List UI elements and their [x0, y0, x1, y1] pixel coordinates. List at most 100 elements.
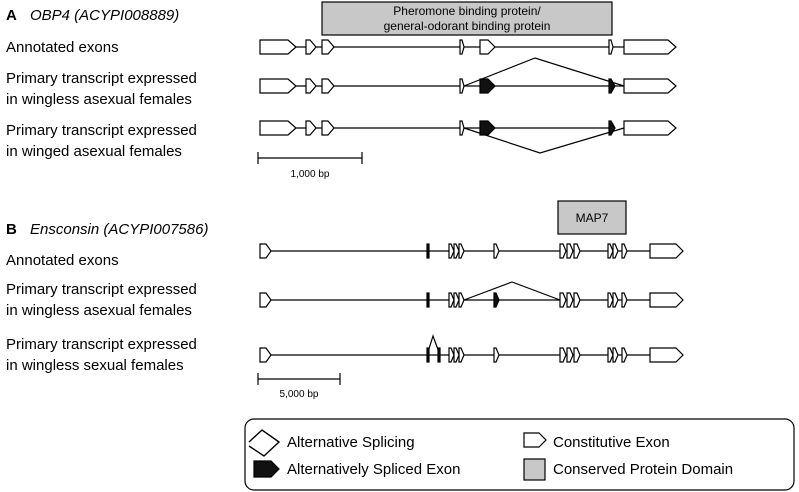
- alt-splicing-icon: [248, 429, 281, 457]
- a-row2-label-2: in wingless asexual females: [6, 91, 192, 108]
- domain-label-line1: Pheromone binding protein/: [393, 4, 541, 18]
- a-row2-track: [259, 57, 677, 94]
- constitutive-exon: [649, 347, 684, 363]
- panel-a-gene-title: OBP4 (ACYPI008889): [30, 7, 179, 24]
- b-scale-bar: [257, 373, 341, 385]
- domain-label: MAP7: [576, 211, 609, 225]
- panel-b-letter: B: [6, 221, 17, 238]
- constitutive-exon: [566, 243, 574, 259]
- b-row2-label-1: Primary transcript expressed: [6, 281, 197, 298]
- constitutive-exon: [559, 347, 567, 363]
- constitutive-exon: [458, 292, 465, 308]
- legend-alt-exon-label: Alternatively Spliced Exon: [287, 461, 460, 478]
- constitutive-exon: [305, 78, 317, 94]
- a-scale-label: 1,000 bp: [291, 169, 330, 180]
- constitutive-exon: [623, 120, 677, 136]
- alternatively-spliced-exon: [493, 292, 500, 308]
- constitutive-exon: [573, 292, 581, 308]
- a-row3-track: [259, 120, 677, 154]
- alternatively-spliced-exon: [608, 78, 616, 94]
- constitutive-exon: [458, 347, 465, 363]
- alternative-splicing-arc: [463, 127, 625, 154]
- constitutive-exon: [612, 292, 619, 308]
- alternative-splicing-arc: [463, 281, 561, 301]
- constitutive-exon: [649, 243, 684, 259]
- alternatively-spliced-exon: [479, 78, 496, 94]
- panel-b: B Ensconsin (ACYPI007586) MAP7 Annotated…: [6, 200, 684, 400]
- panel-a-domain-box: Pheromone binding protein/ general-odora…: [321, 1, 613, 36]
- constitutive-exon: [607, 292, 614, 308]
- constitutive-exon: [321, 78, 335, 94]
- alternatively-spliced-exon: [608, 120, 616, 136]
- constitutive-exon: [573, 347, 581, 363]
- a-row3-label-2: in winged asexual females: [6, 143, 182, 160]
- constitutive-exon: [448, 243, 455, 259]
- constitutive-exon: [573, 243, 581, 259]
- constitutive-exon: [453, 243, 460, 259]
- constitutive-exon: [448, 347, 455, 363]
- legend-frame: [244, 418, 795, 491]
- constitutive-exon: [453, 292, 460, 308]
- legend-domain-label: Conserved Protein Domain: [553, 461, 733, 478]
- constitutive-exon: [607, 243, 614, 259]
- constitutive-exon: [621, 347, 628, 363]
- alternatively-spliced-exon: [426, 347, 430, 363]
- constitutive-exon: [459, 78, 465, 94]
- panel-a: A OBP4 (ACYPI008889) Pheromone binding p…: [6, 1, 677, 180]
- constitutive-exon: [305, 120, 317, 136]
- b-row1-track: [259, 243, 684, 259]
- domain-box-shape: [557, 200, 627, 235]
- constitutive-exon: [459, 39, 465, 55]
- constitutive-exon: [321, 120, 335, 136]
- constitutive-exon: [493, 347, 500, 363]
- conserved-domain-icon: [523, 458, 546, 481]
- constitutive-exon: [459, 120, 465, 136]
- b-row3-label-1: Primary transcript expressed: [6, 336, 197, 353]
- constitutive-exon: [649, 292, 684, 308]
- constitutive-exon: [479, 39, 496, 55]
- constitutive-exon: [621, 243, 628, 259]
- panel-b-domain-box: MAP7: [557, 200, 627, 235]
- constitutive-exon: [448, 292, 455, 308]
- panel-a-letter: A: [6, 7, 17, 24]
- b-row3-label-2: in wingless sexual females: [6, 357, 184, 374]
- b-scale-label: 5,000 bp: [280, 389, 319, 400]
- constitutive-exon: [305, 39, 317, 55]
- alt-exon-icon: [253, 460, 280, 478]
- constitutive-exon: [612, 347, 619, 363]
- legend-const-exon-label: Constitutive Exon: [553, 434, 670, 451]
- b-row1-label: Annotated exons: [6, 252, 119, 269]
- constitutive-exon: [612, 243, 619, 259]
- legend-alt-splicing-label: Alternative Splicing: [287, 434, 415, 451]
- constitutive-exon: [458, 243, 465, 259]
- panel-b-gene-title: Ensconsin (ACYPI007586): [30, 221, 208, 238]
- constitutive-exon: [259, 78, 297, 94]
- alternatively-spliced-exon: [479, 120, 496, 136]
- alternative-splicing-arc: [463, 57, 625, 87]
- domain-box-shape: [321, 1, 613, 36]
- constitutive-exon: [426, 243, 430, 259]
- constitutive-exon: [623, 39, 677, 55]
- constitutive-exon: [493, 243, 500, 259]
- constitutive-exon: [259, 39, 297, 55]
- constitutive-exon: [453, 347, 460, 363]
- a-row2-label-1: Primary transcript expressed: [6, 70, 197, 87]
- legend: Alternative Splicing Alternatively Splic…: [244, 418, 795, 491]
- b-row2-track: [259, 281, 684, 308]
- constitutive-exon: [608, 39, 614, 55]
- constitutive-exon-icon: [523, 432, 547, 448]
- a-scale-bar: [257, 152, 363, 164]
- a-row3-label-1: Primary transcript expressed: [6, 122, 197, 139]
- b-row2-label-2: in wingless asexual females: [6, 302, 192, 319]
- constitutive-exon: [259, 292, 272, 308]
- constitutive-exon: [623, 78, 677, 94]
- constitutive-exon: [621, 292, 628, 308]
- constitutive-exon: [566, 292, 574, 308]
- constitutive-exon: [426, 292, 430, 308]
- constitutive-exon: [259, 347, 272, 363]
- constitutive-exon: [259, 243, 272, 259]
- a-row1-track: [259, 39, 677, 55]
- constitutive-exon: [607, 347, 614, 363]
- b-row3-track: [259, 334, 684, 363]
